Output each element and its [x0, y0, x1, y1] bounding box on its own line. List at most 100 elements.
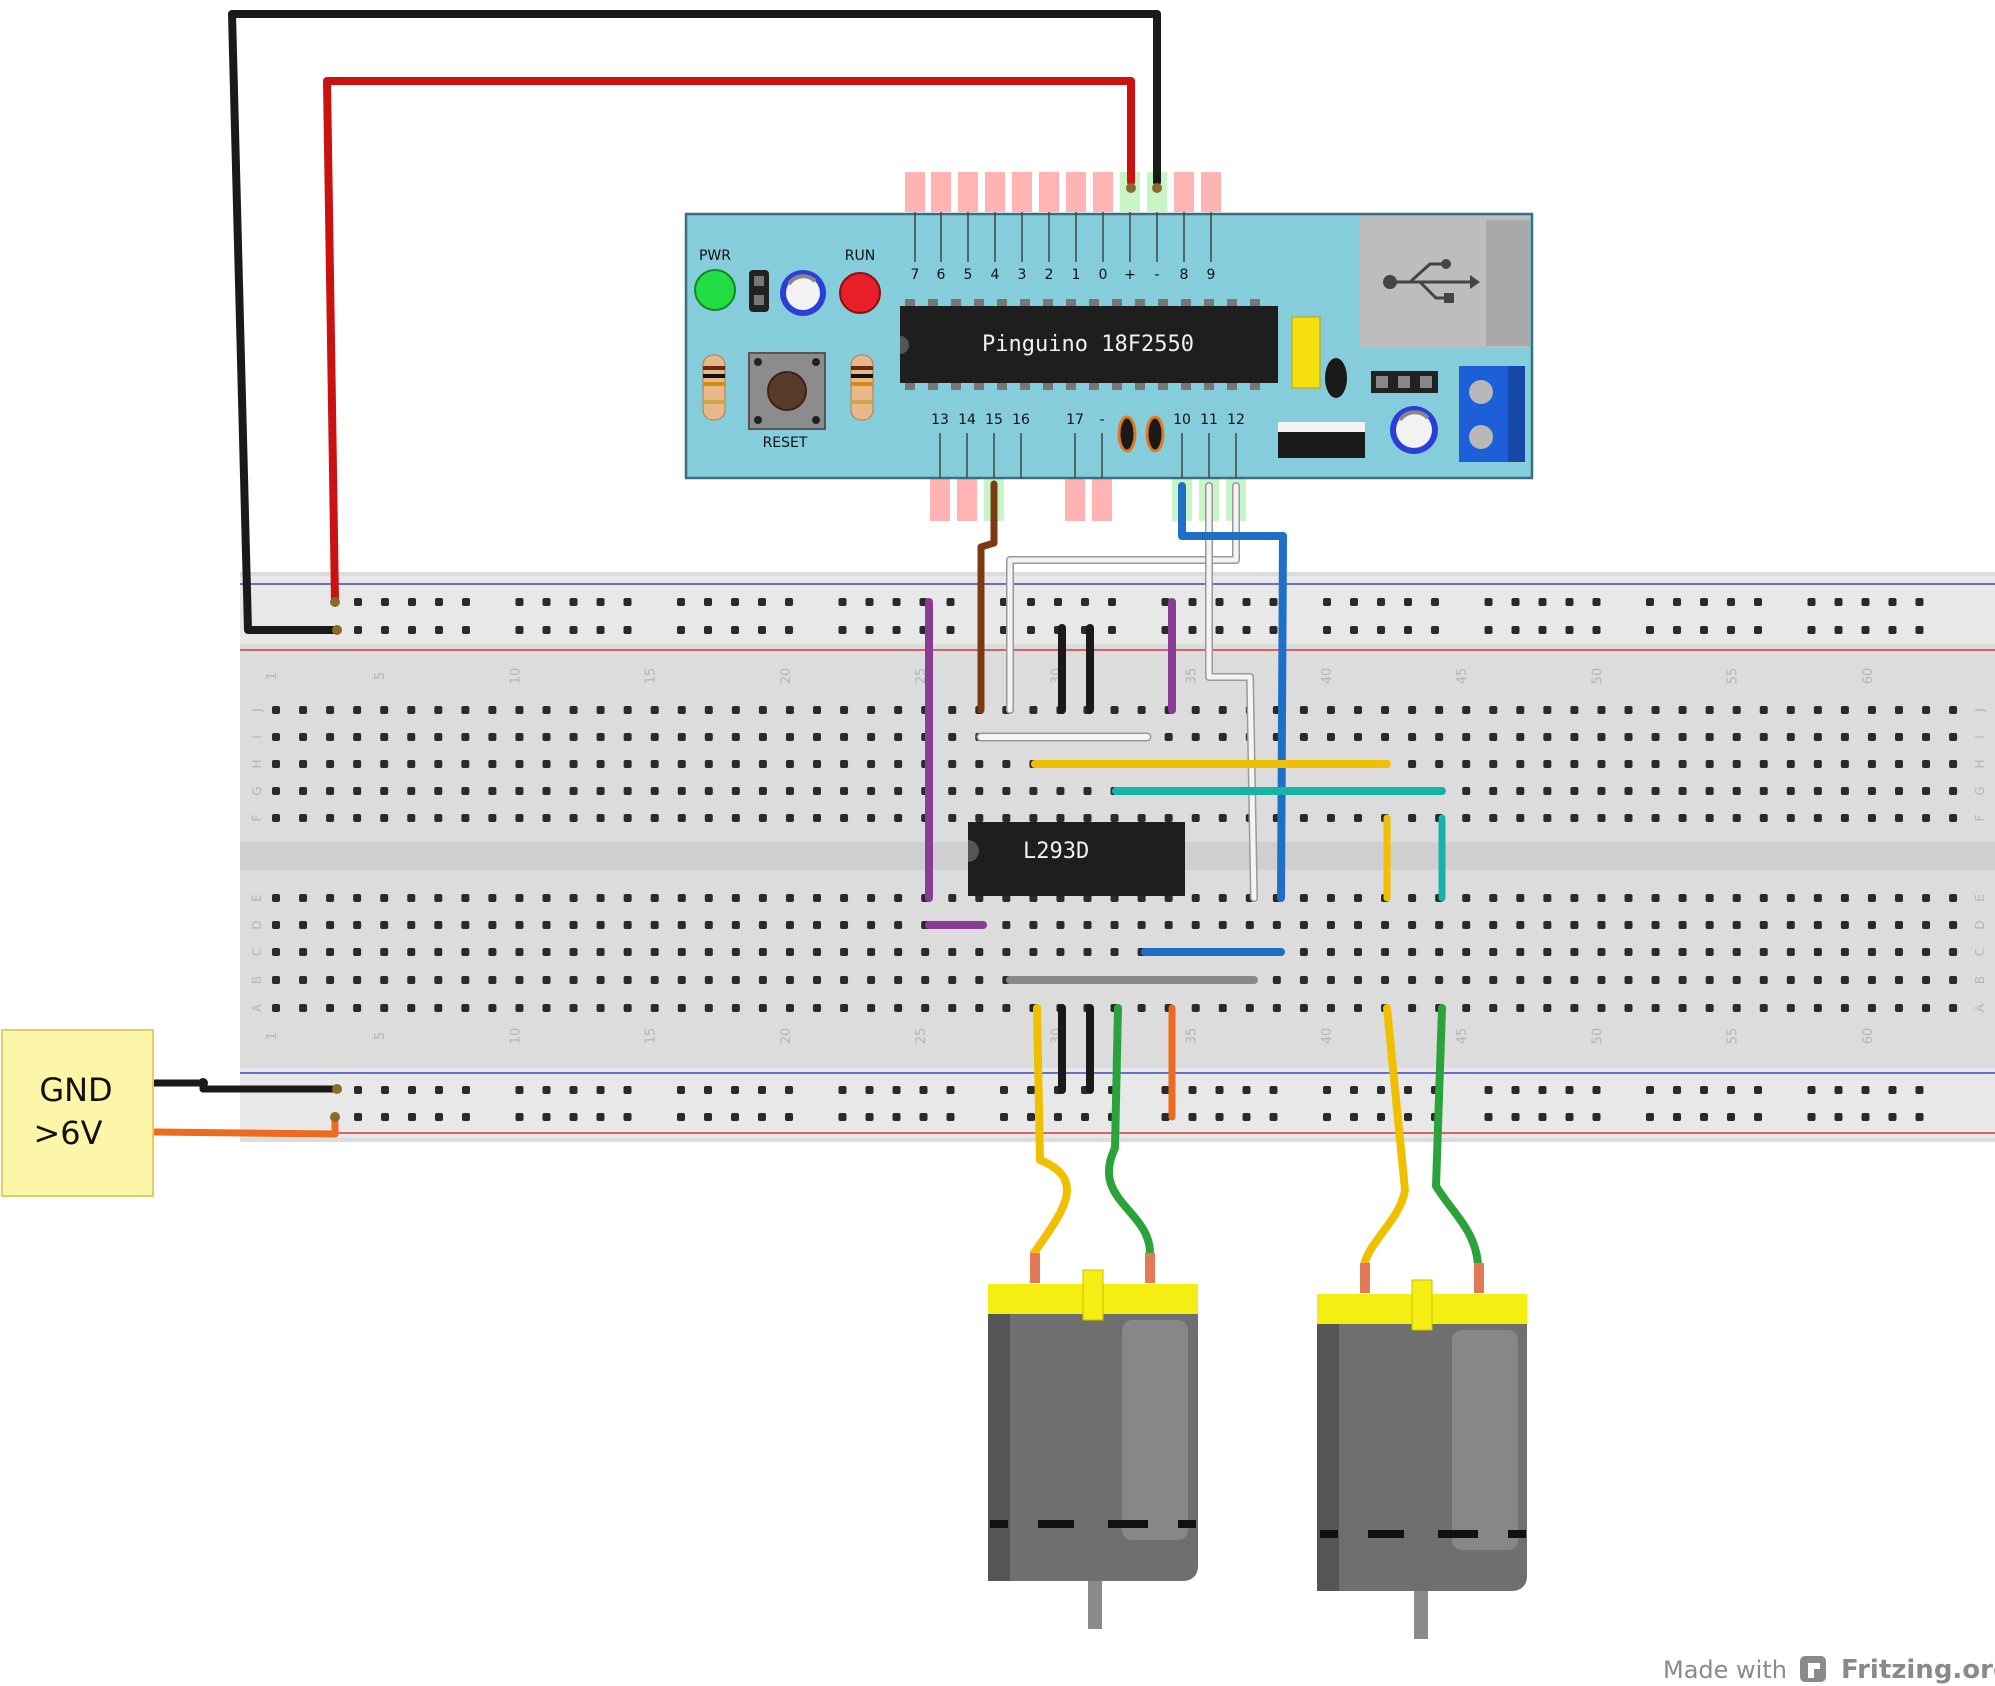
rail-hole[interactable] [1646, 626, 1654, 634]
bb-hole[interactable] [1895, 814, 1903, 822]
bb-hole[interactable] [1786, 976, 1795, 984]
bb-hole[interactable] [1381, 921, 1390, 929]
bb-hole[interactable] [353, 1004, 362, 1012]
bb-hole[interactable] [677, 814, 686, 822]
bb-hole[interactable] [1516, 814, 1525, 822]
rail-hole[interactable] [758, 1086, 766, 1094]
bb-hole[interactable] [542, 1004, 551, 1012]
bb-hole[interactable] [1002, 948, 1011, 956]
rail-hole[interactable] [1484, 598, 1493, 606]
bb-hole[interactable] [407, 733, 416, 741]
bb-hole[interactable] [623, 760, 632, 768]
rail-hole[interactable] [462, 1113, 470, 1121]
bb-hole[interactable] [596, 921, 605, 929]
rail-hole[interactable] [892, 626, 901, 634]
bb-hole[interactable] [1759, 733, 1768, 741]
rail-hole[interactable] [865, 598, 874, 606]
bb-hole[interactable] [353, 976, 362, 984]
rail-hole[interactable] [946, 1113, 955, 1121]
bb-hole[interactable] [1083, 948, 1092, 956]
rail-hole[interactable] [435, 626, 443, 634]
bb-hole[interactable] [1056, 921, 1065, 929]
bb-hole[interactable] [1354, 976, 1362, 984]
bb-hole[interactable] [1895, 787, 1903, 795]
bb-hole[interactable] [596, 787, 605, 795]
bb-hole[interactable] [1326, 733, 1335, 741]
rail-hole[interactable] [1673, 1113, 1681, 1121]
bb-hole[interactable] [1326, 948, 1335, 956]
bb-hole[interactable] [1624, 921, 1633, 929]
bb-hole[interactable] [434, 760, 443, 768]
bb-hole[interactable] [1489, 706, 1498, 714]
rail-hole[interactable] [515, 1086, 524, 1094]
rail-hole[interactable] [1754, 1086, 1762, 1094]
bb-hole[interactable] [596, 814, 605, 822]
bb-hole[interactable] [1570, 948, 1579, 956]
bb-hole[interactable] [1408, 976, 1417, 984]
bb-hole[interactable] [1029, 787, 1038, 795]
bb-hole[interactable] [596, 894, 605, 902]
rail-hole[interactable] [1108, 598, 1116, 606]
bb-hole[interactable] [948, 894, 957, 902]
bb-hole[interactable] [1949, 706, 1958, 714]
rail-hole[interactable] [542, 626, 551, 634]
bb-hole[interactable] [1922, 733, 1931, 741]
bb-hole[interactable] [1408, 733, 1417, 741]
rail-hole[interactable] [1161, 1086, 1170, 1094]
bb-hole[interactable] [461, 706, 470, 714]
bb-hole[interactable] [1354, 894, 1362, 902]
bb-hole[interactable] [1029, 948, 1038, 956]
bb-hole[interactable] [840, 733, 849, 741]
bb-hole[interactable] [894, 787, 903, 795]
bb-hole[interactable] [569, 894, 578, 902]
bb-hole[interactable] [1624, 948, 1633, 956]
bb-hole[interactable] [1462, 706, 1471, 714]
bb-hole[interactable] [650, 814, 659, 822]
bb-hole[interactable] [569, 706, 578, 714]
bb-hole[interactable] [1813, 787, 1822, 795]
bb-hole[interactable] [731, 921, 740, 929]
bb-hole[interactable] [1029, 921, 1038, 929]
bb-hole[interactable] [1759, 787, 1768, 795]
bb-hole[interactable] [461, 733, 470, 741]
bb-hole[interactable] [1516, 706, 1525, 714]
bb-hole[interactable] [948, 976, 957, 984]
bb-hole[interactable] [1435, 948, 1444, 956]
rail-hole[interactable] [704, 626, 712, 634]
bb-hole[interactable] [1462, 760, 1471, 768]
bb-hole[interactable] [1299, 894, 1308, 902]
bb-hole[interactable] [840, 814, 849, 822]
bb-hole[interactable] [975, 787, 984, 795]
bb-hole[interactable] [894, 733, 903, 741]
rail-hole[interactable] [381, 1086, 389, 1094]
rail-hole[interactable] [1565, 1086, 1574, 1094]
rail-hole[interactable] [865, 626, 874, 634]
rail-hole[interactable] [1754, 598, 1762, 606]
rail-hole[interactable] [408, 598, 416, 606]
bb-hole[interactable] [515, 787, 524, 795]
rail-hole[interactable] [1242, 626, 1251, 634]
bb-hole[interactable] [1381, 733, 1390, 741]
bb-hole[interactable] [1543, 760, 1552, 768]
bb-hole[interactable] [1489, 760, 1498, 768]
bb-hole[interactable] [1895, 976, 1903, 984]
bb-hole[interactable] [1408, 814, 1417, 822]
bb-hole[interactable] [1570, 894, 1579, 902]
rail-hole[interactable] [1700, 1086, 1708, 1094]
bb-hole[interactable] [299, 787, 308, 795]
bb-hole[interactable] [1191, 814, 1200, 822]
bb-hole[interactable] [542, 921, 551, 929]
bb-hole[interactable] [515, 1004, 524, 1012]
rail-hole[interactable] [623, 598, 632, 606]
rail-hole[interactable] [1081, 598, 1089, 606]
rail-hole[interactable] [1807, 1086, 1816, 1094]
bb-hole[interactable] [1110, 948, 1119, 956]
bb-hole[interactable] [1813, 760, 1822, 768]
bb-hole[interactable] [1516, 894, 1525, 902]
rail-hole[interactable] [731, 598, 739, 606]
bb-hole[interactable] [1597, 706, 1606, 714]
bb-hole[interactable] [623, 706, 632, 714]
rail-hole[interactable] [1484, 1086, 1493, 1094]
bb-hole[interactable] [867, 948, 876, 956]
bb-hole[interactable] [1164, 814, 1173, 822]
